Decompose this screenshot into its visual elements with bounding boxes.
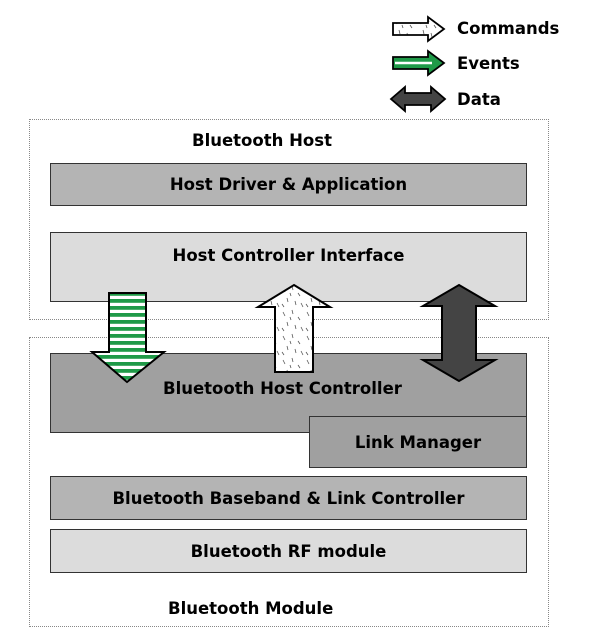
bluetooth-host-title: Bluetooth Host	[192, 131, 332, 150]
rf-module-box: Bluetooth RF module	[50, 529, 527, 573]
data-arrow-icon	[389, 85, 447, 113]
bluetooth-module-title: Bluetooth Module	[168, 599, 334, 618]
legend-data-label: Data	[457, 90, 501, 109]
baseband-link-controller-box: Bluetooth Baseband & Link Controller	[50, 476, 527, 520]
events-arrow-icon	[392, 49, 446, 77]
host-driver-application-box: Host Driver & Application	[50, 163, 527, 206]
commands-arrow-icon	[392, 15, 446, 43]
link-manager-box: Link Manager	[309, 416, 527, 468]
host-controller-interface-box: Host Controller Interface	[50, 232, 527, 302]
data-arrow	[419, 283, 499, 383]
legend-events-label: Events	[457, 54, 520, 73]
legend-commands-label: Commands	[457, 19, 560, 38]
events-arrow	[89, 292, 167, 384]
bluetooth-host-controller-label: Bluetooth Host Controller	[163, 379, 402, 398]
commands-arrow	[254, 283, 334, 373]
